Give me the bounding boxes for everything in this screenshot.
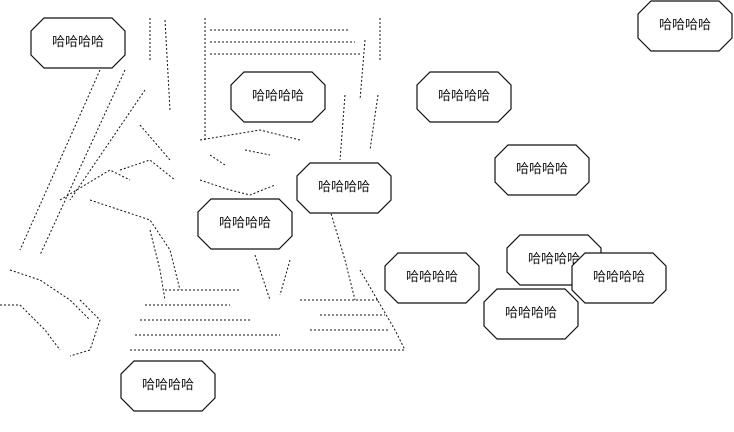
body-outline (254, 254, 271, 301)
body-outline (149, 229, 166, 301)
face-outline (199, 129, 301, 141)
speech-bubble: 哈哈哈哈 (230, 71, 326, 123)
octagon-bubble-shape (494, 144, 590, 196)
octagon-bubble-shape (483, 288, 579, 340)
bubble-text: 哈哈哈哈 (218, 216, 271, 231)
body-outline (279, 259, 291, 296)
collar-outline (139, 124, 171, 161)
arm-outline (9, 269, 91, 321)
speed-line (19, 69, 101, 251)
eye-outline (244, 149, 271, 156)
octagon-bubble-shape (296, 162, 392, 214)
hair-line (339, 94, 346, 161)
bubble-text: 哈哈哈哈 (527, 252, 580, 267)
collar-outline (119, 159, 176, 181)
speed-line (39, 69, 126, 256)
speech-bubble: 哈哈哈哈 (120, 360, 216, 412)
octagon-bubble-shape (416, 71, 512, 123)
octagon-bubble-shape (230, 71, 326, 123)
speech-bubble: 哈哈哈哈 (637, 0, 733, 52)
arm-outline (0, 304, 61, 351)
bubble-text: 哈哈哈哈 (317, 180, 370, 195)
hair-line (369, 94, 379, 151)
bubble-text: 哈哈哈哈 (51, 35, 104, 50)
speech-bubble: 哈哈哈哈 (571, 252, 667, 304)
octagon-bubble-shape (120, 360, 216, 412)
bubble-text: 哈哈哈哈 (405, 270, 458, 285)
octagon-bubble-shape (197, 198, 293, 250)
hair-line (359, 39, 366, 101)
bubble-text: 哈哈哈哈 (592, 270, 645, 285)
shoulder-outline (59, 169, 131, 201)
speech-bubble: 哈哈哈哈 (30, 17, 126, 69)
octagon-bubble-shape (384, 252, 480, 304)
octagon-bubble-shape (30, 17, 126, 69)
speech-bubble: 哈哈哈哈 (494, 144, 590, 196)
speech-bubble: 哈哈哈哈 (416, 71, 512, 123)
bubble-text: 哈哈哈哈 (504, 306, 557, 321)
face-outline (199, 179, 276, 196)
bubble-text: 哈哈哈哈 (251, 89, 304, 104)
body-outline (329, 209, 356, 301)
hand-outline (69, 299, 101, 357)
speed-line (69, 89, 146, 201)
speech-bubble: 哈哈哈哈 (296, 162, 392, 214)
bubble-text: 哈哈哈哈 (141, 378, 194, 393)
octagon-bubble-shape (571, 252, 667, 304)
body-outline (359, 269, 406, 351)
bubble-text: 哈哈哈哈 (515, 162, 568, 177)
body-outline (89, 199, 181, 291)
hair-line (164, 19, 171, 111)
bubble-text: 哈哈哈哈 (658, 18, 711, 33)
speech-bubble: 哈哈哈哈 (197, 198, 293, 250)
speech-bubble: 哈哈哈哈 (384, 252, 480, 304)
octagon-bubble-shape (637, 0, 733, 52)
eye-outline (209, 154, 226, 166)
bubble-text: 哈哈哈哈 (437, 89, 490, 104)
speech-bubble: 哈哈哈哈 (483, 288, 579, 340)
